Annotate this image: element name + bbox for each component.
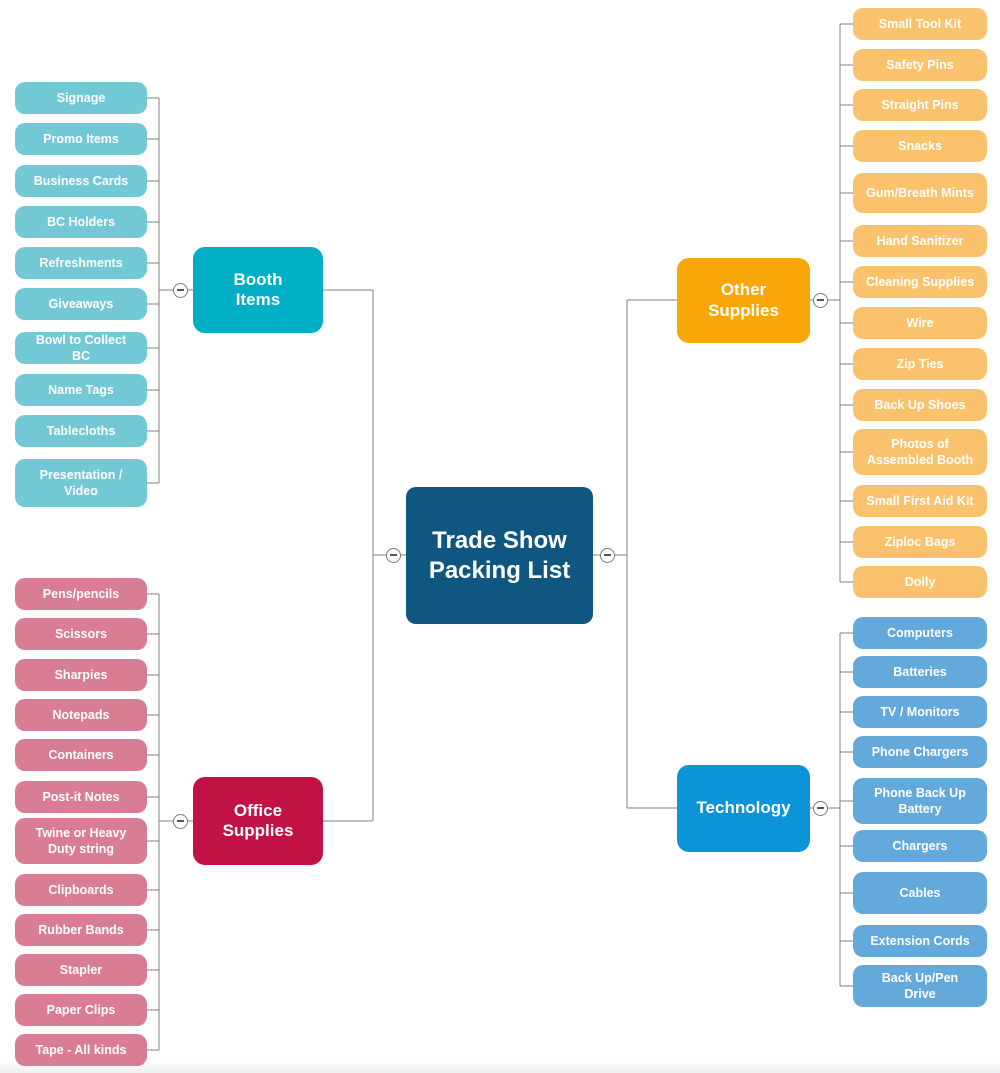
leaf-node-batteries[interactable]: Batteries	[853, 656, 987, 688]
leaf-node-containers[interactable]: Containers	[15, 739, 147, 771]
leaf-node-safety-pins[interactable]: Safety Pins	[853, 49, 987, 81]
branch-node-office-supplies[interactable]: Office Supplies	[193, 777, 323, 865]
leaf-node-paper-clips[interactable]: Paper Clips	[15, 994, 147, 1026]
leaf-node-phone-back-up-battery[interactable]: Phone Back Up Battery	[853, 778, 987, 824]
leaf-node-wire[interactable]: Wire	[853, 307, 987, 339]
leaf-node-extension-cords[interactable]: Extension Cords	[853, 925, 987, 957]
leaf-node-dolly[interactable]: Dolly	[853, 566, 987, 598]
branch-node-technology[interactable]: Technology	[677, 765, 810, 852]
leaf-node-twine-or-heavy-duty-string[interactable]: Twine or Heavy Duty string	[15, 818, 147, 864]
leaf-node-business-cards[interactable]: Business Cards	[15, 165, 147, 197]
leaf-node-notepads[interactable]: Notepads	[15, 699, 147, 731]
leaf-node-bowl-to-collect-bc[interactable]: Bowl to Collect BC	[15, 332, 147, 364]
branch-node-other-supplies[interactable]: Other Supplies	[677, 258, 810, 343]
leaf-node-tablecloths[interactable]: Tablecloths	[15, 415, 147, 447]
leaf-node-small-first-aid-kit[interactable]: Small First Aid Kit	[853, 485, 987, 517]
leaf-node-tape-all-kinds[interactable]: Tape - All kinds	[15, 1034, 147, 1066]
leaf-node-presentation-video[interactable]: Presentation / Video	[15, 459, 147, 507]
leaf-node-stapler[interactable]: Stapler	[15, 954, 147, 986]
leaf-node-rubber-bands[interactable]: Rubber Bands	[15, 914, 147, 946]
collapse-button-booth-items[interactable]	[172, 282, 188, 298]
leaf-node-back-up-shoes[interactable]: Back Up Shoes	[853, 389, 987, 421]
collapse-button-central-right[interactable]	[599, 547, 615, 563]
branch-node-booth-items[interactable]: Booth Items	[193, 247, 323, 333]
leaf-node-post-it-notes[interactable]: Post-it Notes	[15, 781, 147, 813]
leaf-node-bc-holders[interactable]: BC Holders	[15, 206, 147, 238]
page-bottom-edge	[0, 1061, 1000, 1073]
leaf-node-chargers[interactable]: Chargers	[853, 830, 987, 862]
leaf-node-straight-pins[interactable]: Straight Pins	[853, 89, 987, 121]
leaf-node-name-tags[interactable]: Name Tags	[15, 374, 147, 406]
leaf-node-promo-items[interactable]: Promo Items	[15, 123, 147, 155]
leaf-node-phone-chargers[interactable]: Phone Chargers	[853, 736, 987, 768]
collapse-button-other-supplies[interactable]	[812, 292, 828, 308]
leaf-node-tv-monitors[interactable]: TV / Monitors	[853, 696, 987, 728]
leaf-node-clipboards[interactable]: Clipboards	[15, 874, 147, 906]
leaf-node-pens-pencils[interactable]: Pens/pencils	[15, 578, 147, 610]
leaf-node-signage[interactable]: Signage	[15, 82, 147, 114]
leaf-node-snacks[interactable]: Snacks	[853, 130, 987, 162]
collapse-button-office-supplies[interactable]	[172, 813, 188, 829]
leaf-node-scissors[interactable]: Scissors	[15, 618, 147, 650]
leaf-node-cleaning-supplies[interactable]: Cleaning Supplies	[853, 266, 987, 298]
leaf-node-zip-ties[interactable]: Zip Ties	[853, 348, 987, 380]
leaf-node-cables[interactable]: Cables	[853, 872, 987, 914]
leaf-node-photos-of-assembled-booth[interactable]: Photos of Assembled Booth	[853, 429, 987, 475]
leaf-node-giveaways[interactable]: Giveaways	[15, 288, 147, 320]
leaf-node-gum-breath-mints[interactable]: Gum/Breath Mints	[853, 173, 987, 213]
leaf-node-ziploc-bags[interactable]: Ziploc Bags	[853, 526, 987, 558]
collapse-button-technology[interactable]	[812, 800, 828, 816]
leaf-node-back-up-pen-drive[interactable]: Back Up/Pen Drive	[853, 965, 987, 1007]
collapse-button-central-left[interactable]	[385, 547, 401, 563]
leaf-node-sharpies[interactable]: Sharpies	[15, 659, 147, 691]
leaf-node-hand-sanitizer[interactable]: Hand Sanitizer	[853, 225, 987, 257]
leaf-node-refreshments[interactable]: Refreshments	[15, 247, 147, 279]
leaf-node-computers[interactable]: Computers	[853, 617, 987, 649]
central-topic-node[interactable]: Trade Show Packing List	[406, 487, 593, 624]
leaf-node-small-tool-kit[interactable]: Small Tool Kit	[853, 8, 987, 40]
